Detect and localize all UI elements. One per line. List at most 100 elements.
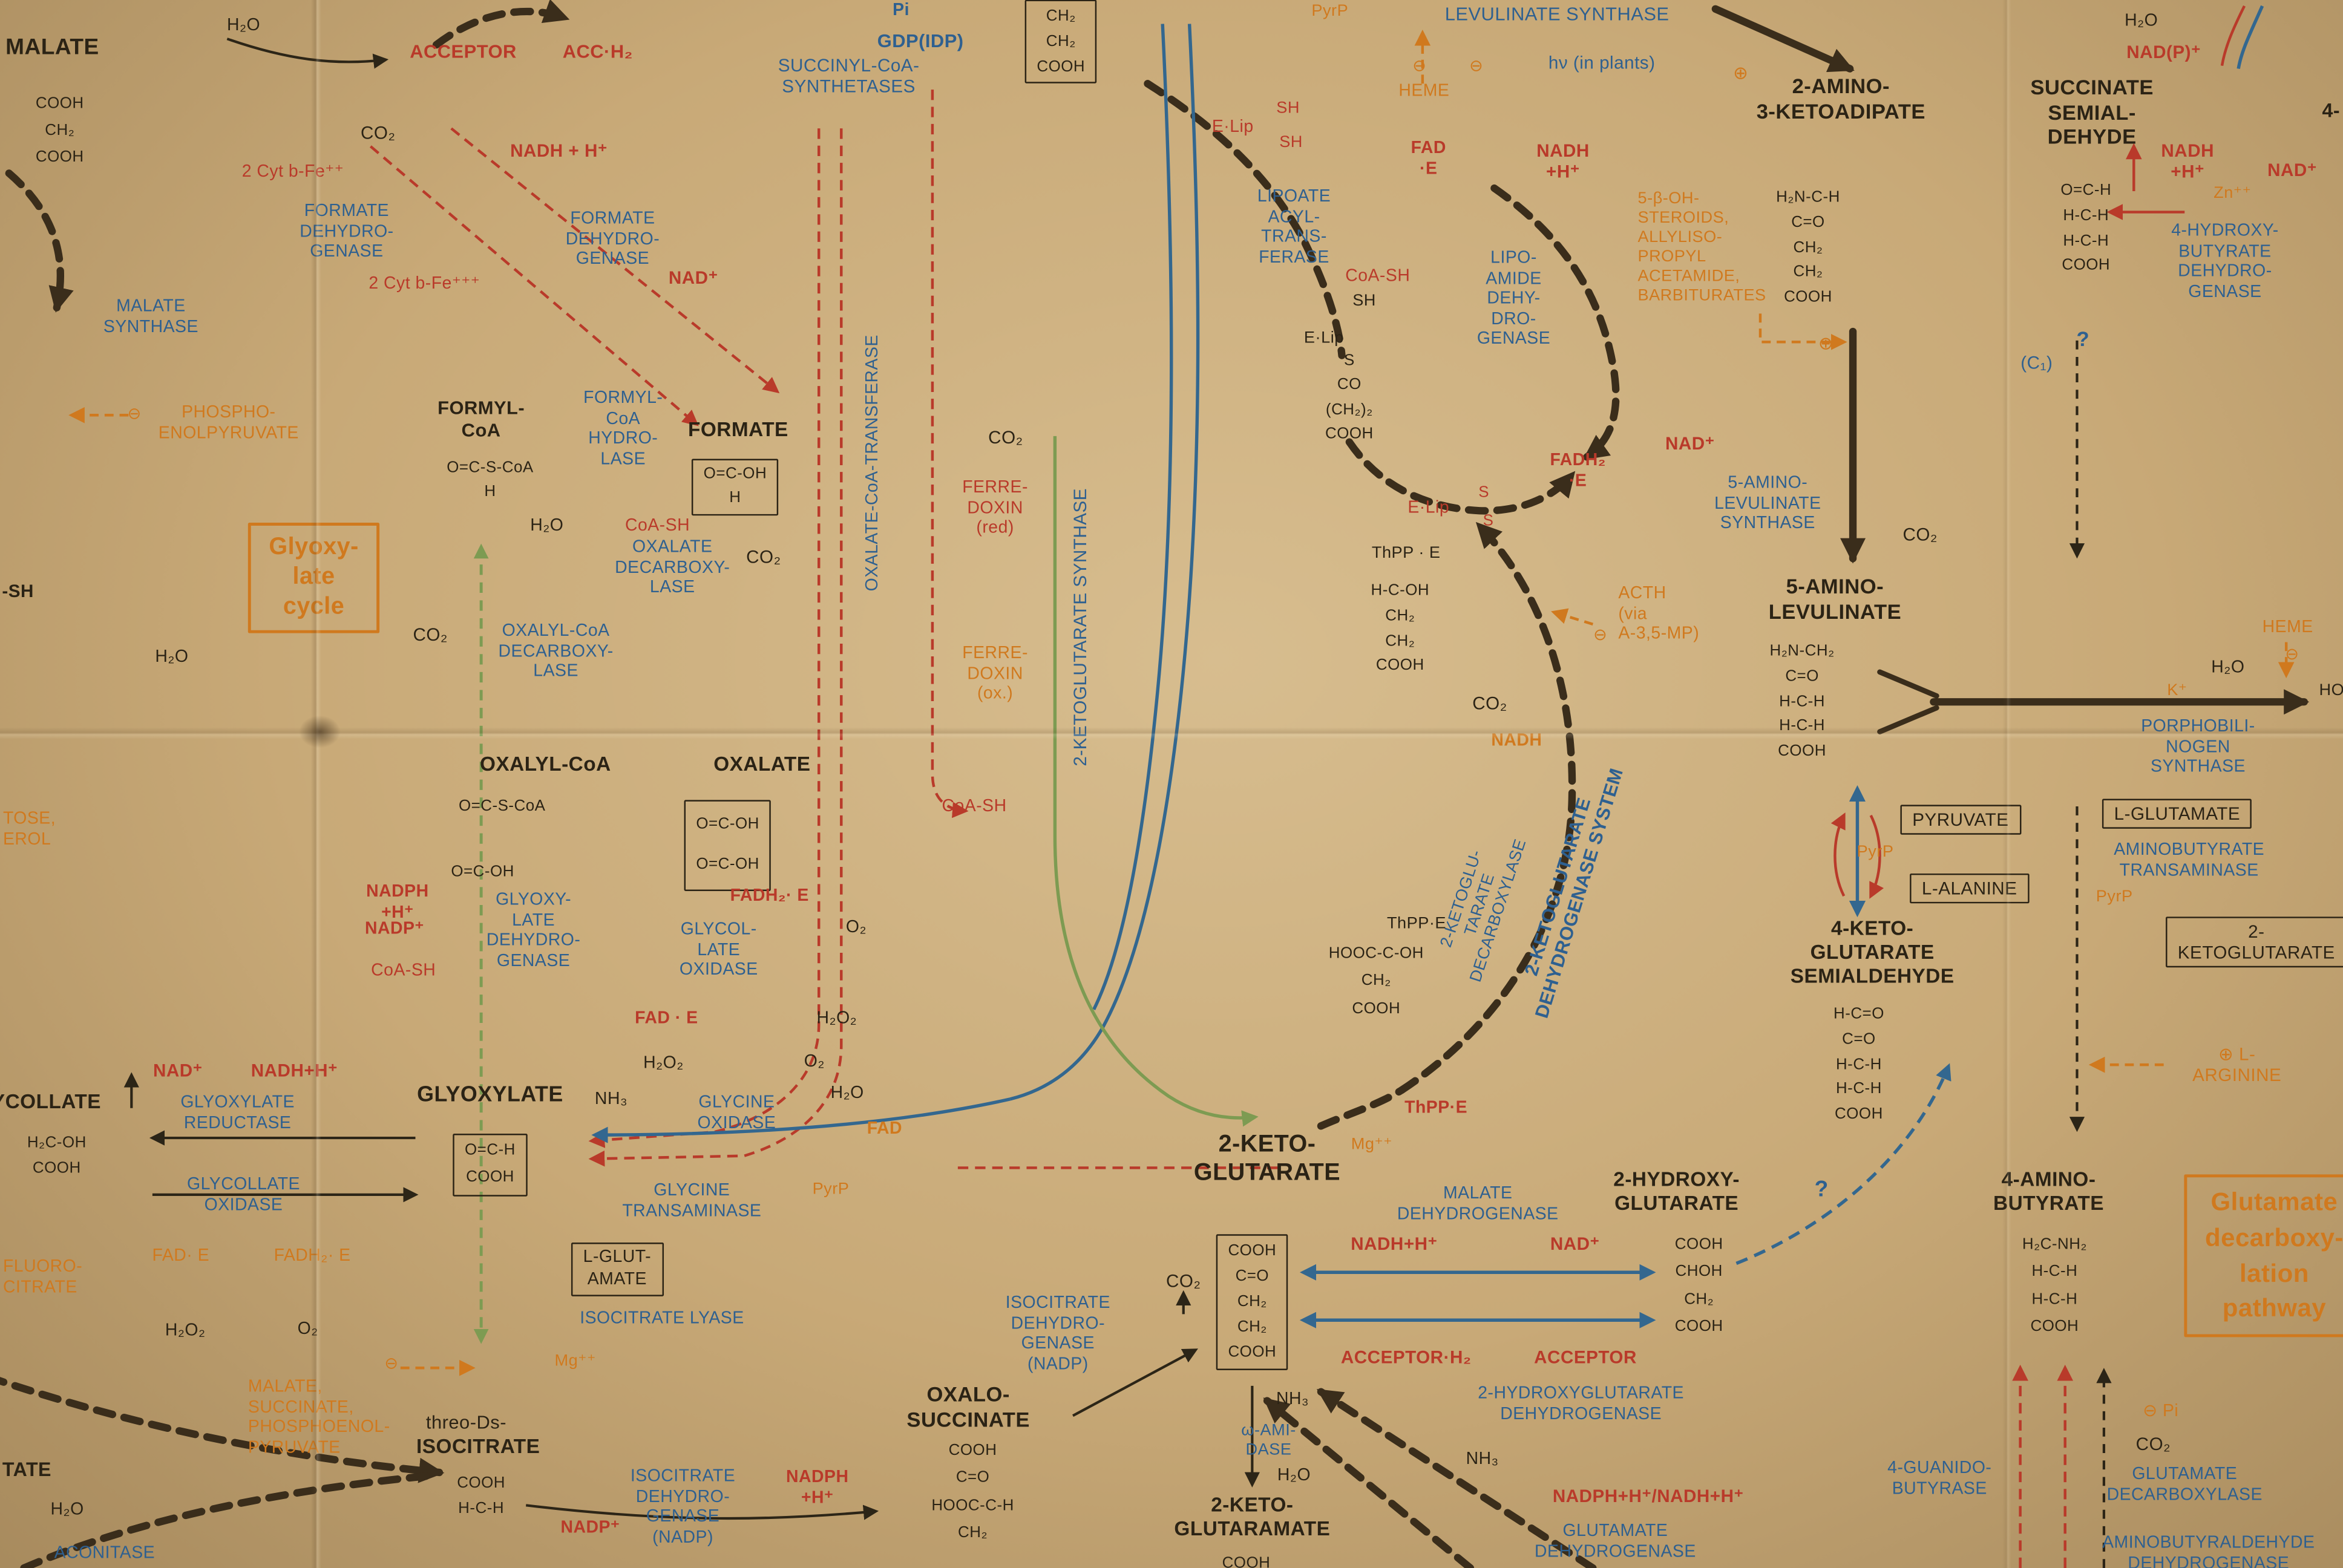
label-succinyl-coa-synthetases: SUCCINYL-CoA- SYNTHETASES [778,54,920,97]
label-sh: SH [1279,133,1303,152]
connector-bld [1735,1063,1951,1265]
label-nh: NH₃ [1276,1390,1309,1409]
label-aminobutyraldehyde-dehydrogenase: AMINOBUTYRALDEHYDE DEHYDROGENASE [2102,1534,2315,1568]
connector-r [450,127,780,394]
label-nad: NAD⁺ [1550,1233,1600,1255]
connector-k [1072,1348,1198,1417]
label-phospho-enolpyruvate: PHOSPHO- ENOLPYRUVATE [158,403,299,442]
label-malate: MALATE [5,34,99,60]
label-l-alanine: L-ALANINE [1910,873,2030,904]
label-o-c-h-h-c-h-h-c-h-cooh: O=C-H H-C-H H-C-H COOH [2060,181,2112,275]
label-co: CO₂ [746,546,781,567]
connector-bl [2236,5,2264,70]
label-nh: NH₃ [594,1090,628,1109]
label-oxalate-coa-transferase: OXALATE-CoA-TRANSFERASE [863,335,882,592]
label-aconitase: ACONITASE [54,1544,156,1563]
connector-rs [1830,812,1846,897]
connector-r [588,128,821,1148]
label-coa-sh: CoA-SH [371,962,436,980]
label-4: 4- [2322,99,2341,122]
label-formyl-coa: FORMYL- CoA [437,397,525,441]
label-ch-ch-cooh: CH₂ CH₂ COOH [1024,0,1097,84]
label-l-glutamate: L-GLUTAMATE [2102,799,2252,829]
label-2-cyt-b-fe: 2 Cyt b-Fe⁺⁺⁺ [369,275,480,293]
connector-r [931,90,969,818]
label-nadh-h: NADH+H⁺ [1351,1233,1438,1255]
label-pyruvate: PYRUVATE [1900,805,2021,835]
label-zn: Zn⁺⁺ [2214,184,2252,203]
label-co: CO₂ [361,122,396,143]
label-4-guanido-butyrase: 4-GUANIDO- BUTYRASE [1887,1459,1992,1498]
label-o-c-oh-o-c-oh: O=C-OH O=C-OH [684,800,772,891]
label-tate: TATE [2,1458,51,1481]
label-: ⊕ [1733,62,1749,84]
label-co: CO₂ [2135,1433,2171,1455]
connector-r [369,145,699,426]
label-heme: HEME [2262,618,2313,637]
label-pyrp: PyrP [1856,843,1894,861]
label-ami-dase: ω-AMI- DASE [1241,1422,1296,1459]
label-co: CO₂ [1902,524,1938,545]
label-formate-dehydro-genase: FORMATE DEHYDRO- GENASE [300,202,394,261]
label-e-lip: E·Lip [1211,118,1254,137]
label-o-c-oh: O=C-OH [451,863,514,881]
connector-dk [1317,1086,1406,1130]
label-2-ketoglutarate-synthase: 2-KETOGLUTARATE SYNTHASE [1069,488,1091,766]
label-glycine-oxidase: GLYCINE OXIDASE [697,1094,776,1132]
label-oxalate: OXALATE [713,753,811,776]
label-h-o: H₂O [50,1501,84,1520]
label-h-c-oh-cooh: H₂C-OH COOH [27,1134,87,1177]
label-fadh-e: FADH₂ ·E [1550,451,1606,490]
label-o: O₂ [804,1053,825,1071]
label-thpp-e: ThPP·E [1386,915,1447,933]
label-h-n-ch-c-o-h-c-h-h-c-h-cooh: H₂N-CH₂ C=O H-C-H H-C-H COOH [1769,642,1835,760]
label-cooh-ch-cooh: COOH CH₂ COOH [35,94,84,166]
connector-dk [432,0,570,49]
connector-rs [2220,5,2246,66]
label-formate: FORMATE [687,418,788,441]
label-nadph-h: NADPH +H⁺ [366,883,429,922]
label-ferre-doxin-red: FERRE- DOXIN (red) [962,479,1028,538]
label-malate-succinate-phosphoenol-pyruvate: MALATE, SUCCINATE, PHOSPHOENOL- PYRUVATE [247,1378,390,1457]
label-acceptor: ACCEPTOR [1534,1347,1637,1368]
label-: ? [2076,326,2090,351]
label-k: K⁺ [2167,681,2187,700]
label-5-amino-levulinate: 5-AMINO- LEVULINATE [1768,574,1902,623]
label-glutamate-decarboxy-lation-pathway: Glutamate decarboxy- lation pathway [2184,1174,2343,1338]
label-nad: NAD⁺ [152,1060,203,1082]
label-nadh-h: NADH + H⁺ [510,140,608,162]
label-4-hydroxy-butyrate-dehydro-genase: 4-HYDROXY- BUTYRATE DEHYDRO- GENASE [2171,222,2279,301]
label-oxalyl-coa: OXALYL-CoA [479,753,611,776]
label-l-arginine: ⊕ L-ARGININE [2192,1044,2282,1086]
label-s: S [1478,483,1490,501]
connector-bl [1009,24,1200,1101]
label-aminobutyrate-transaminase: AMINOBUTYRATE TRANSAMINASE [2114,841,2265,880]
connector-r [588,128,843,1167]
label-nadp: NADP⁺ [560,1519,620,1537]
label-coa-sh: CoA-SH [942,797,1007,816]
label-e-lip: E·Lip [1407,499,1450,517]
label-porphobili-nogen-synthase: PORPHOBILI- NOGEN SYNTHASE [2141,717,2255,777]
label-2-hydroxy-glutarate: 2-HYDROXY- GLUTARATE [1613,1168,1740,1214]
label-o-c-s-coa: O=C-S-CoA [458,797,546,815]
label-2-keto-glutaramate: 2-KETO- GLUTARAMATE [1174,1493,1331,1540]
label-malate-dehydrogenase: MALATE DEHYDROGENASE [1397,1184,1559,1223]
label-oxalyl-coa-decarboxy-lase: OXALYL-CoA DECARBOXY- LASE [498,622,614,681]
label-fad-e: FAD · E [635,1010,698,1028]
label-h-o: H₂O [155,648,189,667]
label-glyoxylate: GLYOXYLATE [417,1083,563,1108]
label-pyrp: PyrP [812,1180,850,1199]
label-o-c-h-cooh: O=C-H COOH [453,1134,528,1196]
label-s: S [1483,512,1494,530]
label-fluoro-citrate: FLUORO- CITRATE [2,1258,83,1296]
label-isocitrate-dehydro-genase-nadp: ISOCITRATE DEHYDRO- GENASE (NADP) [630,1468,736,1547]
connector-k [525,1504,879,1520]
label-o: O₂ [845,918,867,937]
label-hooc-c-oh-ch-cooh: HOOC-C-OH CH₂ COOH [1328,944,1424,1018]
label-fad-e: FAD ·E [1411,139,1446,178]
label-: ⊖ [1412,57,1427,76]
